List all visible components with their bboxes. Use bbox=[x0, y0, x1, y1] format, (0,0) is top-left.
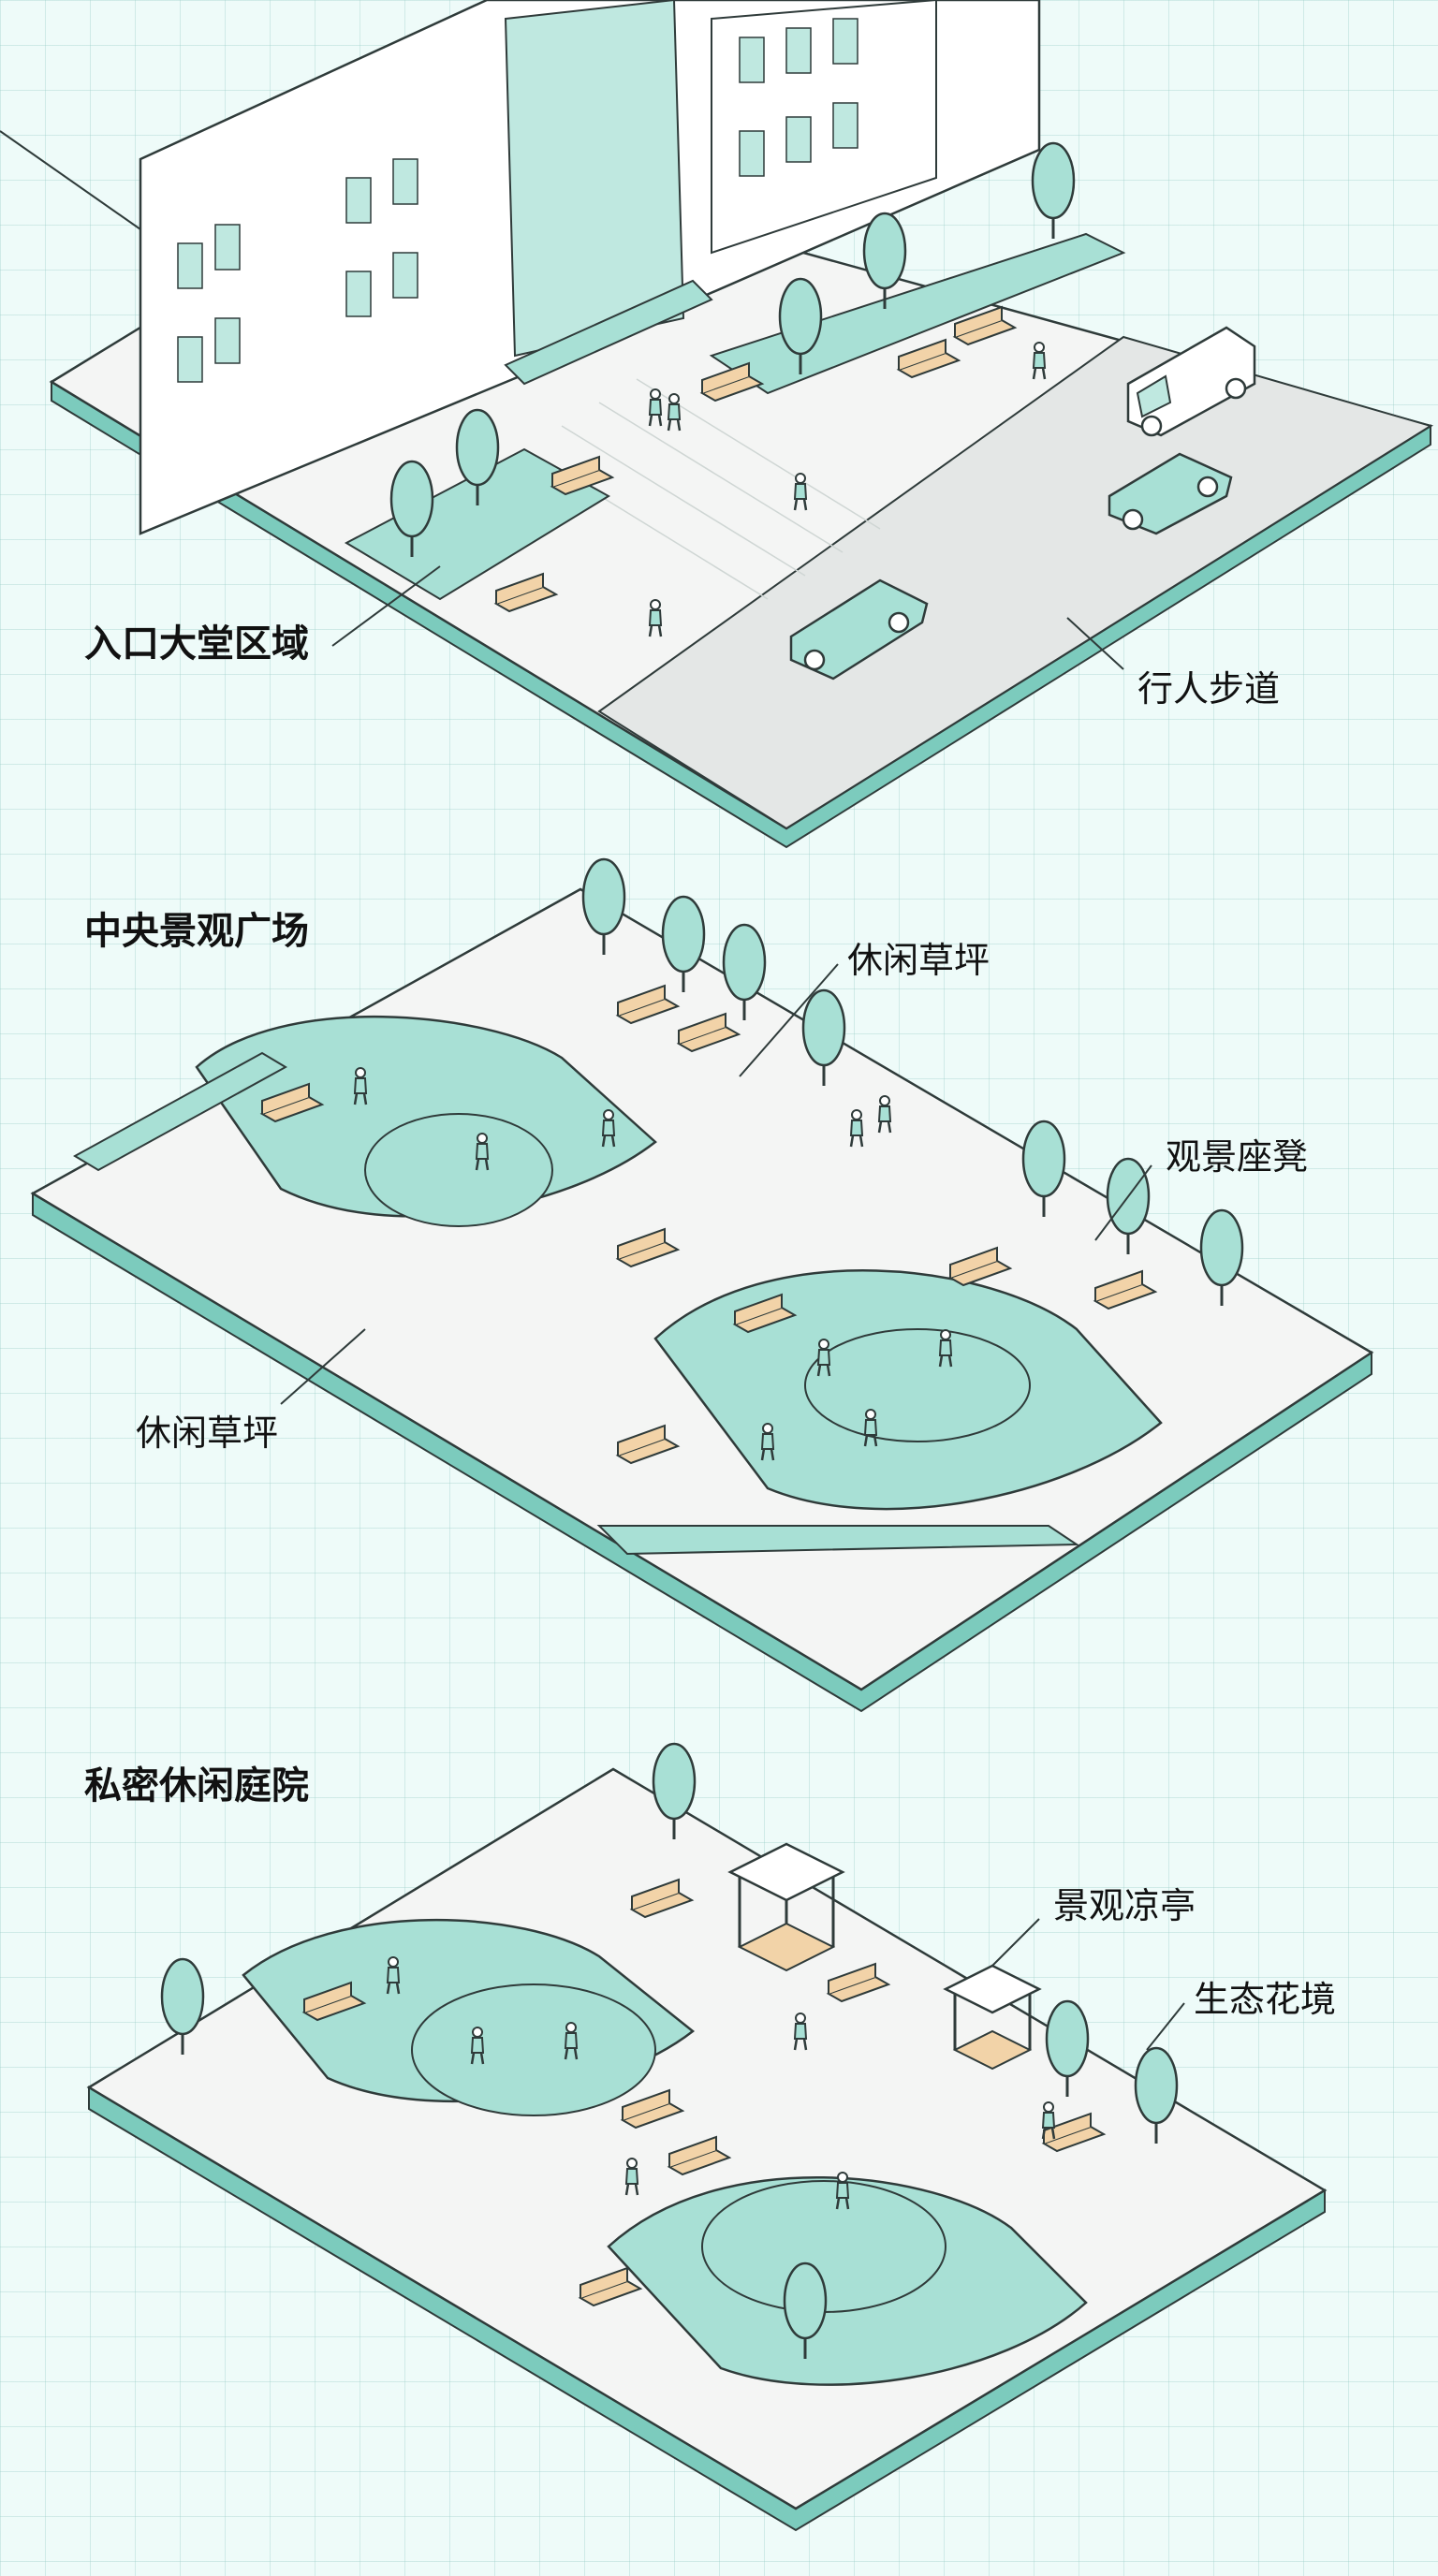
viewing-bench-callout: 观景座凳 bbox=[1166, 1136, 1309, 1178]
lawn-callout-top: 休闲草坪 bbox=[847, 940, 990, 981]
gazebo-icon bbox=[943, 1964, 1042, 2071]
central-plaza-section-title: 中央景观广场 bbox=[84, 910, 309, 953]
flower-border-callout: 生态花境 bbox=[1194, 1979, 1337, 2020]
sidewalk-callout: 行人步道 bbox=[1137, 668, 1281, 710]
entrance-section-title: 入口大堂区域 bbox=[84, 622, 309, 666]
car-icon bbox=[1108, 452, 1233, 535]
entrance-section bbox=[0, 0, 1434, 849]
private-courtyard-section bbox=[86, 1742, 1328, 2532]
central-plaza-section bbox=[30, 857, 1374, 1713]
gazebo-icon bbox=[727, 1842, 845, 1972]
private-courtyard-section-title: 私密休闲庭院 bbox=[84, 1764, 309, 1808]
pavilion-callout: 景观凉亭 bbox=[1053, 1885, 1196, 1926]
car-icon bbox=[789, 578, 929, 681]
van-icon bbox=[1126, 326, 1256, 437]
tree-icon bbox=[1031, 141, 1076, 241]
lawn-callout-bottom: 休闲草坪 bbox=[136, 1412, 279, 1454]
